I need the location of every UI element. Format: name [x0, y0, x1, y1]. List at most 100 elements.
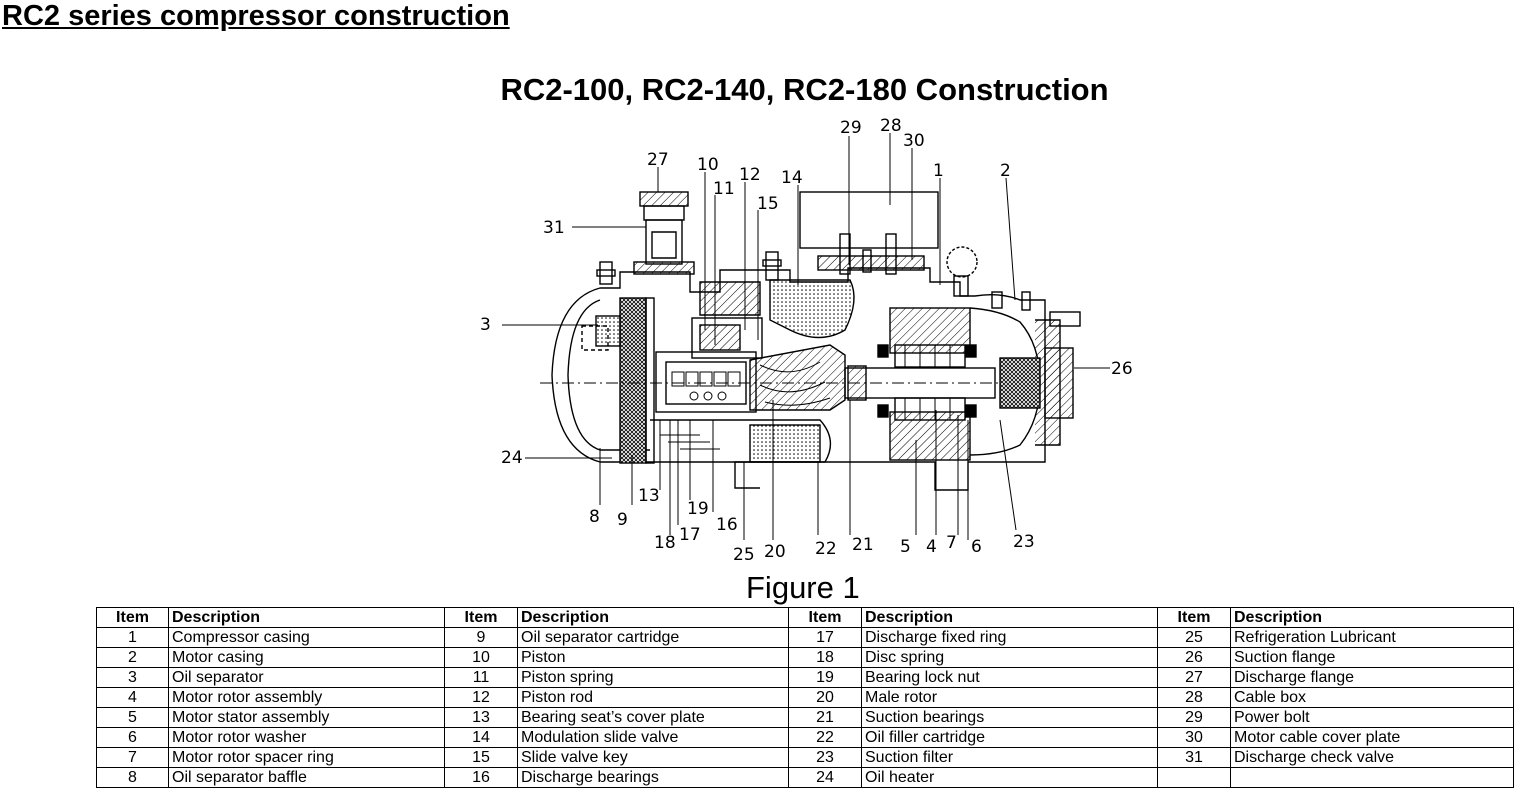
item-description: Oil separator — [168, 667, 445, 688]
item-description: Male rotor — [861, 687, 1158, 708]
item-number: 9 — [444, 627, 518, 648]
callout-12: 12 — [739, 165, 761, 185]
motor-stator — [889, 307, 971, 354]
table-row: 6 Motor rotor washer 14 Modulation slide… — [96, 727, 1514, 748]
item-description — [1230, 767, 1514, 788]
item-description: Motor casing — [168, 647, 445, 668]
callout-25: 25 — [733, 545, 755, 565]
item-number: 4 — [96, 687, 169, 708]
item-description: Discharge fixed ring — [861, 627, 1158, 648]
callout-6: 6 — [971, 537, 982, 557]
table-row: 4 Motor rotor assembly 12 Piston rod 20 … — [96, 687, 1514, 708]
item-number: 11 — [444, 667, 518, 688]
table-row: 3 Oil separator 11 Piston spring 19 Bear… — [96, 667, 1514, 688]
callout-17: 17 — [679, 525, 701, 545]
callout-4: 4 — [926, 537, 937, 557]
callout-3: 3 — [480, 315, 491, 335]
item-description: Slide valve key — [517, 747, 789, 768]
item-description: Bearing seat’s cover plate — [517, 707, 789, 728]
item-number: 24 — [788, 767, 862, 788]
item-number: 27 — [1157, 667, 1231, 688]
item-description: Motor rotor assembly — [168, 687, 445, 708]
item-number: 23 — [788, 747, 862, 768]
item-description: Motor stator assembly — [168, 707, 445, 728]
item-description: Discharge bearings — [517, 767, 789, 788]
item-number: 25 — [1157, 627, 1231, 648]
callout-30: 30 — [903, 131, 925, 151]
callout-20: 20 — [764, 542, 786, 562]
callout-23: 23 — [1013, 532, 1035, 552]
item-number: 26 — [1157, 647, 1231, 668]
page-heading: RC2 series compressor construction — [2, 0, 510, 32]
header-item: Item — [444, 607, 518, 628]
item-number: 13 — [444, 707, 518, 728]
header-item: Item — [788, 607, 862, 628]
cable-box — [799, 191, 939, 249]
callout-15: 15 — [757, 194, 779, 214]
callout-24: 24 — [501, 448, 523, 468]
item-description: Motor cable cover plate — [1230, 727, 1514, 748]
item-description: Disc spring — [861, 647, 1158, 668]
item-number: 19 — [788, 667, 862, 688]
callout-5: 5 — [900, 537, 911, 557]
item-description: Suction flange — [1230, 647, 1514, 668]
item-number: 2 — [96, 647, 169, 668]
callout-27: 27 — [647, 150, 669, 170]
callout-14: 14 — [781, 168, 803, 188]
item-number: 15 — [444, 747, 518, 768]
item-number: 16 — [444, 767, 518, 788]
lifting-eye — [946, 246, 978, 278]
item-number: 30 — [1157, 727, 1231, 748]
item-description: Suction bearings — [861, 707, 1158, 728]
compressor-cross-section-diagram: 1 2 3 4 5 6 7 8 9 10 11 12 13 14 15 16 1… — [480, 116, 1133, 565]
callout-21: 21 — [852, 535, 874, 555]
table-row: 8 Oil separator baffle 16 Discharge bear… — [96, 767, 1514, 788]
item-description: Discharge check valve — [1230, 747, 1514, 768]
item-number: 8 — [96, 767, 169, 788]
table-row: 7 Motor rotor spacer ring 15 Slide valve… — [96, 747, 1514, 768]
item-description: Suction filter — [861, 747, 1158, 768]
item-number: 1 — [96, 627, 169, 648]
table-row: 5 Motor stator assembly 13 Bearing seat’… — [96, 707, 1514, 728]
header-item: Item — [1157, 607, 1231, 628]
item-number: 3 — [96, 667, 169, 688]
item-number: 22 — [788, 727, 862, 748]
item-number: 17 — [788, 627, 862, 648]
item-number: 14 — [444, 727, 518, 748]
item-number: 10 — [444, 647, 518, 668]
table-row: 1 Compressor casing 9 Oil separator cart… — [96, 627, 1514, 648]
figure-caption: Figure 1 — [746, 570, 860, 605]
item-description: Refrigeration Lubricant — [1230, 627, 1514, 648]
callout-1: 1 — [933, 161, 944, 181]
item-description: Oil filler cartridge — [861, 727, 1158, 748]
item-description: Bearing lock nut — [861, 667, 1158, 688]
item-description: Oil separator baffle — [168, 767, 445, 788]
callout-10: 10 — [697, 155, 719, 175]
item-description: Discharge flange — [1230, 667, 1514, 688]
parts-table: Item Description Item Description Item D… — [96, 607, 1514, 788]
header-description: Description — [861, 607, 1158, 628]
callout-22: 22 — [815, 539, 837, 559]
table-header-row: Item Description Item Description Item D… — [96, 607, 1514, 628]
figure-title: RC2-100, RC2-140, RC2-180 Construction — [500, 72, 1109, 107]
item-description: Piston spring — [517, 667, 789, 688]
header-description: Description — [1230, 607, 1514, 628]
item-description: Piston — [517, 647, 789, 668]
suction-flange — [1044, 347, 1074, 419]
callout-11: 11 — [713, 179, 735, 199]
callout-26: 26 — [1111, 359, 1133, 379]
item-number: 12 — [444, 687, 518, 708]
item-description: Modulation slide valve — [517, 727, 789, 748]
item-number: 21 — [788, 707, 862, 728]
callout-29: 29 — [840, 118, 862, 138]
item-number: 18 — [788, 647, 862, 668]
item-number: 7 — [96, 747, 169, 768]
callout-7: 7 — [946, 533, 957, 553]
male-rotor — [749, 344, 846, 411]
callout-9: 9 — [617, 510, 628, 530]
table-row: 2 Motor casing 10 Piston 18 Disc spring … — [96, 647, 1514, 668]
item-number: 31 — [1157, 747, 1231, 768]
discharge-flange — [639, 191, 689, 207]
callout-31: 31 — [543, 218, 565, 238]
item-description: Piston rod — [517, 687, 789, 708]
